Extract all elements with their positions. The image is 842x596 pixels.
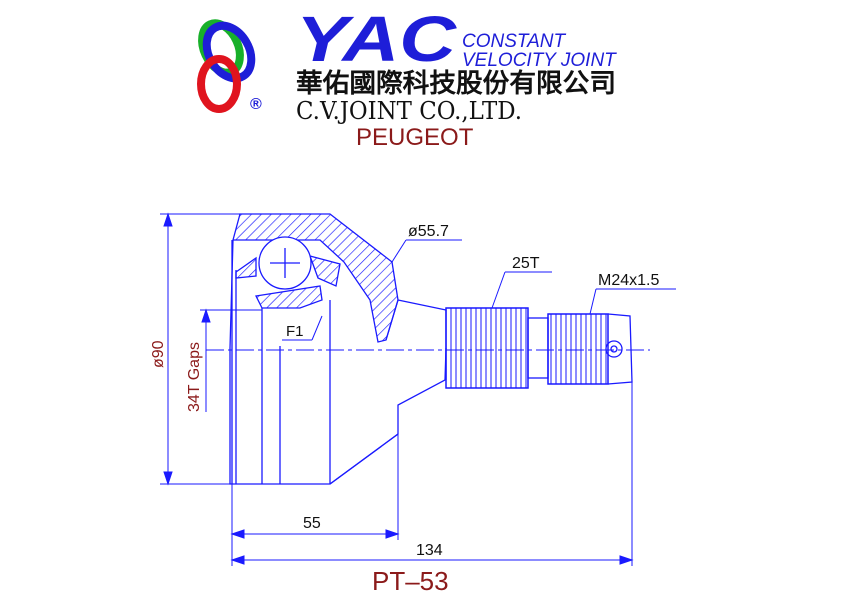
logo-red-ring [197, 55, 241, 113]
housing-neck [397, 299, 447, 380]
registered-mark: ® [250, 96, 262, 113]
dim-shaft-spline-label: 25T [512, 255, 540, 272]
dim-thread-label: M24x1.5 [598, 272, 659, 289]
shaft-tip [607, 313, 633, 385]
shaft-body [527, 317, 549, 379]
thread-outline [547, 313, 609, 385]
spline-count-leader [491, 271, 506, 309]
cage-hatch [255, 285, 323, 309]
dim-arrow [230, 555, 245, 565]
company-name-english: C.V.JOINT CO.,LTD. [296, 97, 522, 125]
joint-section [206, 213, 650, 485]
inner-race-hatch [235, 256, 257, 279]
tagline-velocity-joint: VELOCITY JOINT [462, 50, 617, 71]
tagline-constant: CONSTANT [462, 31, 566, 52]
dim-inner-spline-label: 34T Gaps [186, 342, 203, 412]
shaft-spline [445, 307, 529, 389]
housing-cone-inner [385, 299, 399, 341]
dim-arrow [619, 555, 634, 565]
yac-logo: ® YAC CONSTANT VELOCITY JOINT [197, 3, 617, 113]
dim-arrow [163, 212, 173, 227]
seal-dia-leader [391, 239, 407, 263]
dim-arrow [385, 529, 400, 539]
logo-wordmark: YAC [296, 3, 457, 75]
vehicle-make: PEUGEOT [356, 124, 474, 151]
dim-arrow [201, 308, 211, 323]
dim-feature-label: F1 [286, 323, 304, 340]
dim-outer-diameter-label: ø90 [150, 340, 167, 368]
part-number: PT–53 [372, 566, 449, 596]
bell-hatched-section [232, 213, 399, 343]
dim-arrow [230, 529, 245, 539]
f1-leader-diag [311, 315, 323, 341]
dim-arrow [163, 471, 173, 486]
dim-overall-length-label: 134 [416, 542, 443, 559]
housing-taper [329, 433, 399, 485]
outer-cage-hatch [308, 255, 341, 287]
cotter-hole-inner [610, 345, 618, 353]
company-name-chinese: 華佑國際科技股份有限公司 [296, 69, 616, 99]
dim-seal-diameter-label: ø55.7 [408, 223, 449, 240]
thread-section [547, 313, 609, 385]
cotter-hole [605, 340, 623, 358]
dim-bell-length-label: 55 [303, 515, 321, 532]
thread-leader [589, 288, 597, 315]
dimension-lines [160, 212, 676, 566]
